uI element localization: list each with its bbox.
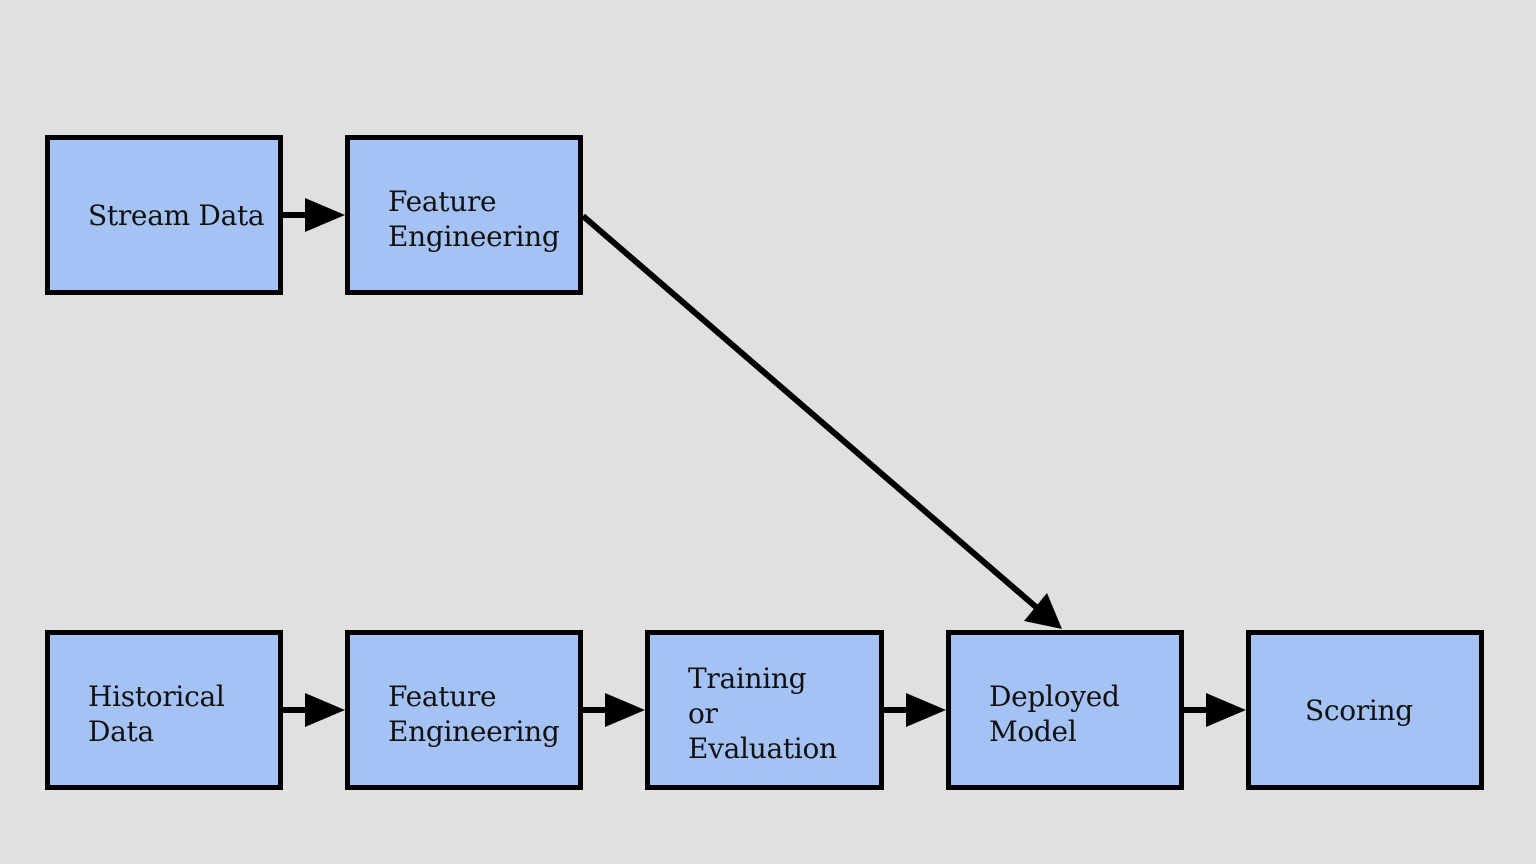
node-label: Scoring	[1305, 693, 1413, 727]
node-historical-feature-engineering: Feature Engineering	[345, 630, 583, 790]
node-label: Training or Evaluation	[688, 662, 837, 765]
node-label: Feature Engineering	[388, 185, 560, 253]
node-label: Feature Engineering	[388, 680, 560, 748]
arrowhead-icon	[906, 693, 946, 727]
node-deployed-model: Deployed Model	[946, 630, 1184, 790]
node-stream-feature-engineering: Feature Engineering	[345, 135, 583, 295]
node-stream-data: Stream Data	[45, 135, 283, 295]
arrowhead-icon	[605, 693, 645, 727]
node-label: Deployed Model	[989, 680, 1120, 748]
arrowhead-icon	[1206, 693, 1246, 727]
node-scoring: Scoring	[1246, 630, 1484, 790]
node-historical-data: Historical Data	[45, 630, 283, 790]
arrow-feature-to-deployed	[581, 213, 1038, 610]
arrowhead-icon	[305, 693, 345, 727]
node-training-or-evaluation: Training or Evaluation	[645, 630, 884, 790]
arrowheads	[305, 198, 1246, 727]
arrowhead-icon	[305, 198, 345, 232]
node-label: Historical Data	[88, 680, 225, 748]
node-label: Stream Data	[88, 198, 265, 232]
arrowhead-icon	[1024, 593, 1062, 629]
